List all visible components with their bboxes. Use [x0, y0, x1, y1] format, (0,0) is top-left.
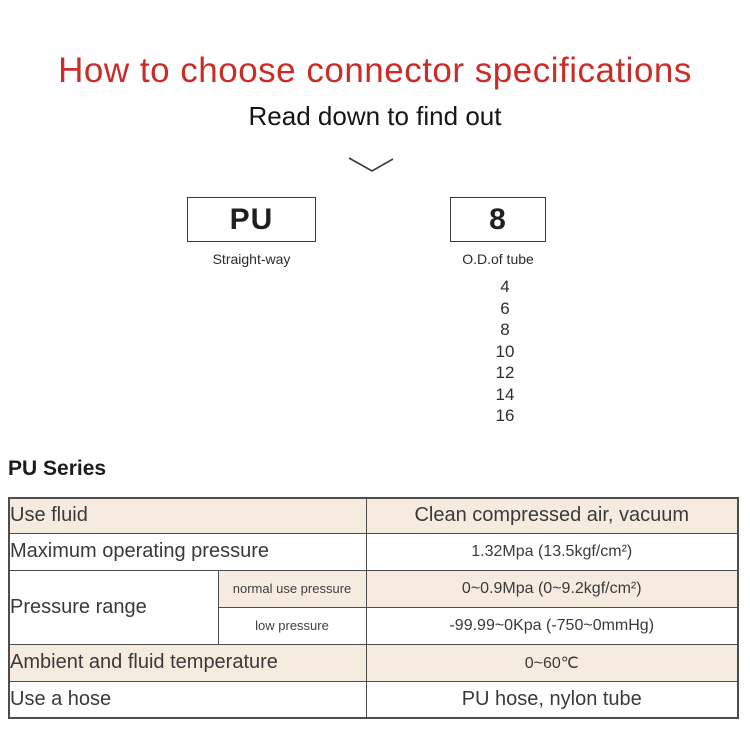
- spec-sublabel: low pressure: [217, 606, 367, 645]
- spec-label: Pressure range: [8, 569, 219, 645]
- chevron-down-icon: [348, 156, 394, 174]
- size-option: 16: [495, 406, 515, 425]
- spec-value: PU hose, nylon tube: [365, 680, 739, 719]
- size-option: 12: [495, 363, 515, 382]
- size-option: 14: [495, 384, 515, 404]
- spec-value: 0~0.9Mpa (0~9.2kgf/cm²): [365, 569, 739, 608]
- model-caption: Straight-way: [212, 251, 291, 267]
- spec-table: Use fluid Clean compressed air, vacuum M…: [8, 497, 739, 719]
- table-row-normal-pressure: Pressure range normal use pressure 0~0.9…: [8, 569, 739, 645]
- series-heading: PU Series: [8, 457, 107, 480]
- spec-value: Clean compressed air, vacuum: [365, 497, 739, 534]
- spec-sublabel: normal use pressure: [217, 569, 367, 608]
- spec-value: 1.32Mpa (13.5kgf/cm²): [365, 532, 739, 571]
- tube-size-box: 8: [450, 197, 546, 242]
- size-option: 6: [500, 298, 510, 318]
- page-subtitle: Read down to find out: [248, 101, 502, 131]
- table-row-temperature: Ambient and fluid temperature 0~60℃: [8, 643, 739, 682]
- spec-label: Ambient and fluid temperature: [8, 643, 367, 682]
- model-code-box: PU: [187, 197, 316, 242]
- model-code: PU: [229, 202, 274, 236]
- tube-size-code: 8: [489, 202, 507, 236]
- size-option: 8: [500, 320, 510, 339]
- tube-size-options: 4 6 8 10 12 14 16: [450, 276, 560, 427]
- table-row-hose: Use a hose PU hose, nylon tube: [8, 680, 739, 719]
- table-row-use-fluid: Use fluid Clean compressed air, vacuum: [8, 497, 739, 534]
- size-option: 10: [495, 341, 515, 361]
- spec-label: Use fluid: [8, 497, 367, 534]
- spec-value: -99.99~0Kpa (-750~0mmHg): [365, 606, 739, 645]
- table-row-max-pressure: Maximum operating pressure 1.32Mpa (13.5…: [8, 532, 739, 571]
- table-row-low-pressure: low pressure -99.99~0Kpa (-750~0mmHg): [9, 606, 739, 645]
- spec-label: Use a hose: [8, 680, 367, 719]
- tube-size-caption: O.D.of tube: [462, 251, 534, 267]
- spec-value: 0~60℃: [365, 643, 739, 682]
- size-option: 4: [500, 277, 510, 296]
- page-title: How to choose connector specifications: [58, 51, 692, 90]
- spec-label: Maximum operating pressure: [8, 532, 367, 571]
